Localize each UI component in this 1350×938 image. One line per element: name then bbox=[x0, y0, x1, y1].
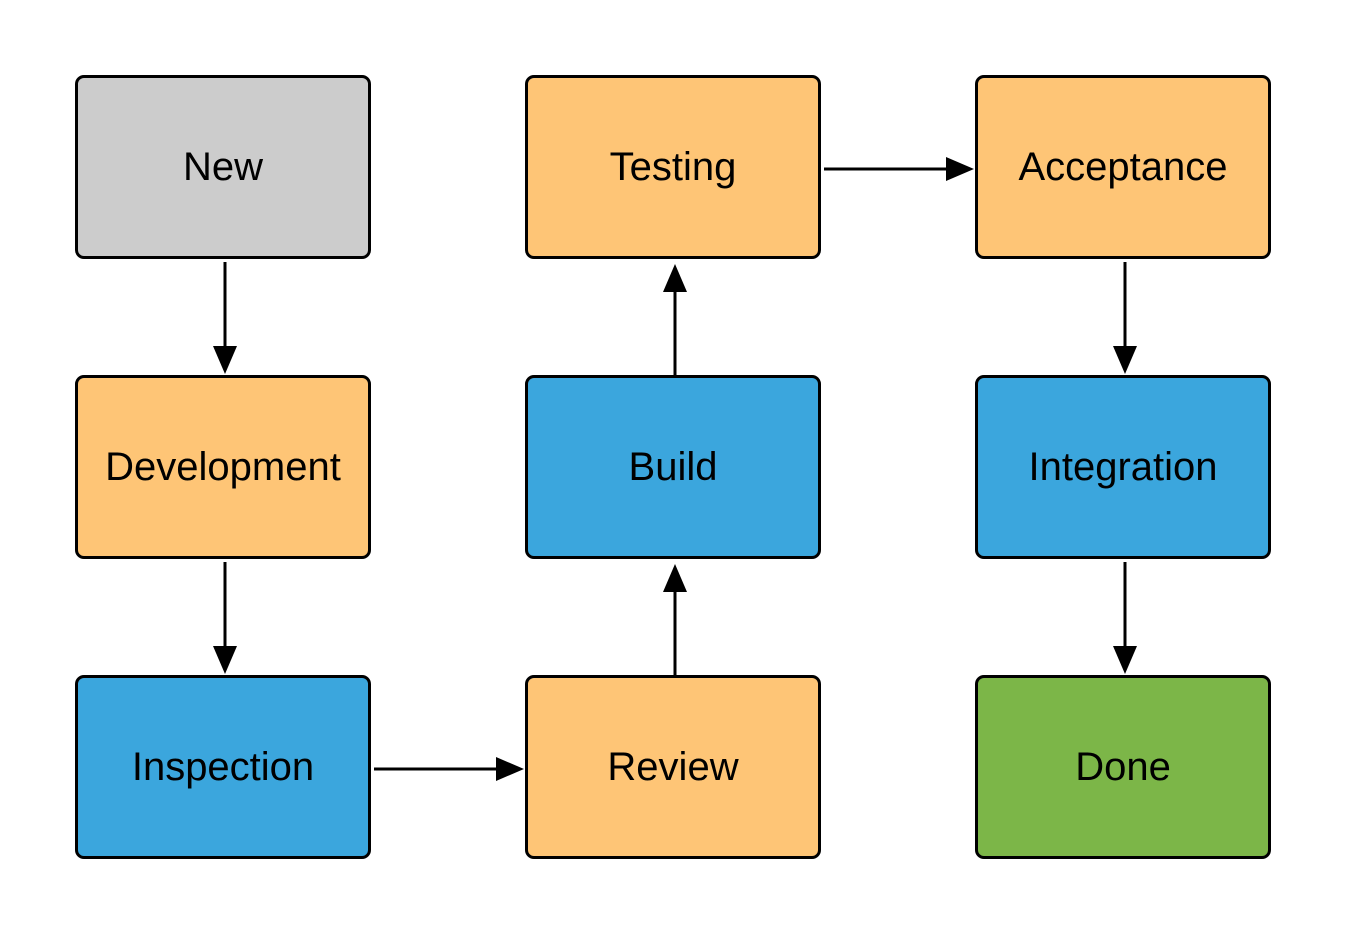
edge-inspection-review bbox=[374, 757, 524, 781]
node-label-review: Review bbox=[607, 744, 739, 789]
edge-review-build bbox=[663, 564, 687, 675]
node-label-acceptance: Acceptance bbox=[1018, 144, 1228, 189]
arrowhead bbox=[213, 346, 237, 374]
edge-build-testing bbox=[663, 264, 687, 375]
node-new: New bbox=[75, 75, 371, 259]
node-review: Review bbox=[525, 675, 821, 859]
arrowhead bbox=[1113, 646, 1137, 674]
node-label-done: Done bbox=[1075, 744, 1171, 789]
node-label-development: Development bbox=[105, 444, 341, 489]
arrowhead bbox=[946, 157, 974, 181]
node-acceptance: Acceptance bbox=[975, 75, 1271, 259]
arrowhead bbox=[213, 646, 237, 674]
node-label-new: New bbox=[182, 144, 264, 189]
edge-development-inspection bbox=[213, 562, 237, 674]
arrowhead bbox=[663, 564, 687, 592]
edge-integration-done bbox=[1113, 562, 1137, 674]
node-label-inspection: Inspection bbox=[131, 744, 315, 789]
node-label-integration: Integration bbox=[1028, 444, 1218, 489]
node-build: Build bbox=[525, 375, 821, 559]
arrowhead bbox=[1113, 346, 1137, 374]
edge-acceptance-integration bbox=[1113, 262, 1137, 374]
arrowhead bbox=[496, 757, 524, 781]
node-inspection: Inspection bbox=[75, 675, 371, 859]
node-label-testing: Testing bbox=[609, 144, 737, 189]
edge-testing-acceptance bbox=[824, 157, 974, 181]
node-testing: Testing bbox=[525, 75, 821, 259]
node-integration: Integration bbox=[975, 375, 1271, 559]
node-development: Development bbox=[75, 375, 371, 559]
edge-new-development bbox=[213, 262, 237, 374]
arrowhead bbox=[663, 264, 687, 292]
node-label-build: Build bbox=[628, 444, 718, 489]
node-done: Done bbox=[975, 675, 1271, 859]
